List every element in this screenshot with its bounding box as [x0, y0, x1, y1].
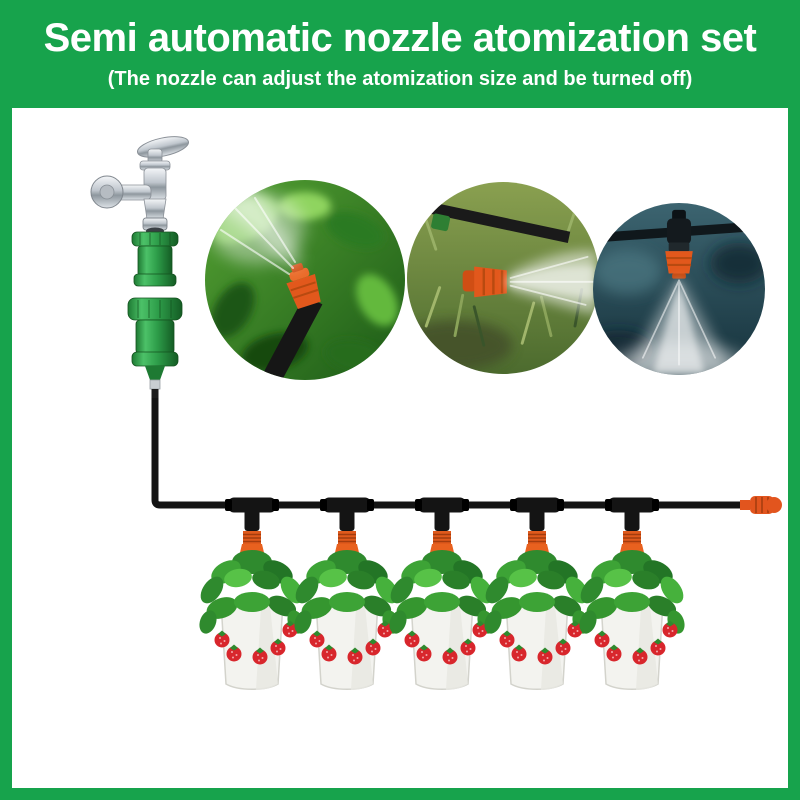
- assembly-diagram: [90, 136, 782, 788]
- tee-connector: [666, 209, 692, 252]
- content-panel: [12, 108, 788, 788]
- page-subtitle: (The nozzle can adjust the atomization s…: [107, 68, 693, 90]
- tube-fitting: [431, 213, 451, 232]
- strawberry-plant-3: [386, 550, 498, 690]
- nozzle-spray-photo-2: [407, 182, 599, 374]
- page-title: Semi automatic nozzle atomization set: [43, 16, 757, 60]
- atomizer-nozzle: [286, 263, 321, 310]
- spray-photo-2-illustration: [407, 182, 599, 374]
- atomizer-nozzle: [462, 266, 507, 298]
- header-banner: Semi automatic nozzle atomization set (T…: [0, 0, 800, 108]
- strawberry-plant-5: [576, 550, 688, 690]
- strawberry-plant-2: [291, 550, 403, 690]
- irrigation-tube: [422, 200, 571, 243]
- tap-adapter: [131, 231, 179, 287]
- end-plug: [740, 496, 782, 514]
- mist-spray: [508, 250, 598, 315]
- strawberry-plant-4: [481, 550, 593, 690]
- supply-tube: [151, 398, 748, 509]
- mist-spray: [610, 276, 748, 375]
- atomizer-nozzle: [665, 251, 693, 279]
- hose-quick-connector: [127, 297, 183, 398]
- strawberry-plant-1: [196, 550, 308, 690]
- irrigation-tube: [260, 294, 323, 380]
- water-faucet: [90, 136, 190, 235]
